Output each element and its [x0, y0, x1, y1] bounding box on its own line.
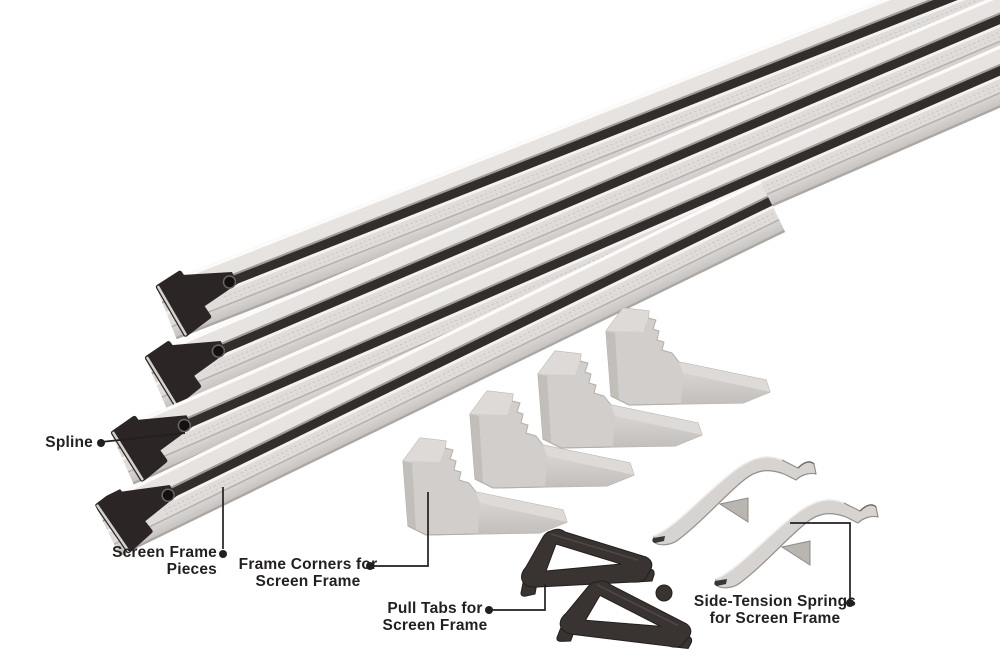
leader-lines: [100, 432, 851, 611]
pull-tabs-group: [520, 528, 701, 665]
screen-frame-pieces-label: Screen Frame Pieces: [55, 544, 217, 578]
side-tension-springs-label-line2: for Screen Frame: [709, 609, 841, 627]
pull-tabs-label: Pull Tabs for Screen Frame: [352, 600, 518, 634]
pull-tabs-leader-dot: [485, 606, 493, 614]
pull-tabs-label-line2: Screen Frame: [382, 616, 488, 634]
side-tension-springs-label-line1: Side-Tension Springs: [693, 593, 857, 610]
frame-corner-4: [605, 307, 771, 406]
frame-corners-label-line2: Screen Frame: [255, 572, 361, 590]
screen-frame-pieces-label-line2: Pieces: [166, 560, 217, 578]
spline-leader-dot: [97, 439, 105, 447]
frame-corners-leader-line: [370, 492, 429, 567]
side-tension-springs-leader-line: [790, 522, 851, 598]
screen-frame-pieces-leader-dot: [219, 550, 227, 558]
pull-tab-post: [655, 584, 673, 602]
frame-corners-label-line1: Frame Corners for: [238, 556, 378, 573]
pull-tab-2: [555, 573, 701, 665]
spline-leader-line: [100, 432, 186, 443]
side-tension-springs-leader-dot: [846, 599, 854, 607]
leader-dots: [97, 439, 854, 614]
pull-tabs-label-line1: Pull Tabs for: [387, 600, 483, 617]
spline-label: Spline: [13, 434, 93, 452]
pull-tab-1: [520, 528, 655, 598]
screen-frame-rail-2: [144, 0, 1000, 410]
frame-corners-leader-dot: [366, 562, 374, 570]
pull-tabs-leader-line: [489, 584, 546, 611]
spline-label-line: Spline: [45, 434, 93, 451]
screen-frame-pieces-label-line1: Screen Frame: [112, 544, 217, 561]
side-tension-springs-label: Side-Tension Springs for Screen Frame: [690, 593, 860, 627]
frame-corners-label: Frame Corners for Screen Frame: [225, 556, 391, 590]
